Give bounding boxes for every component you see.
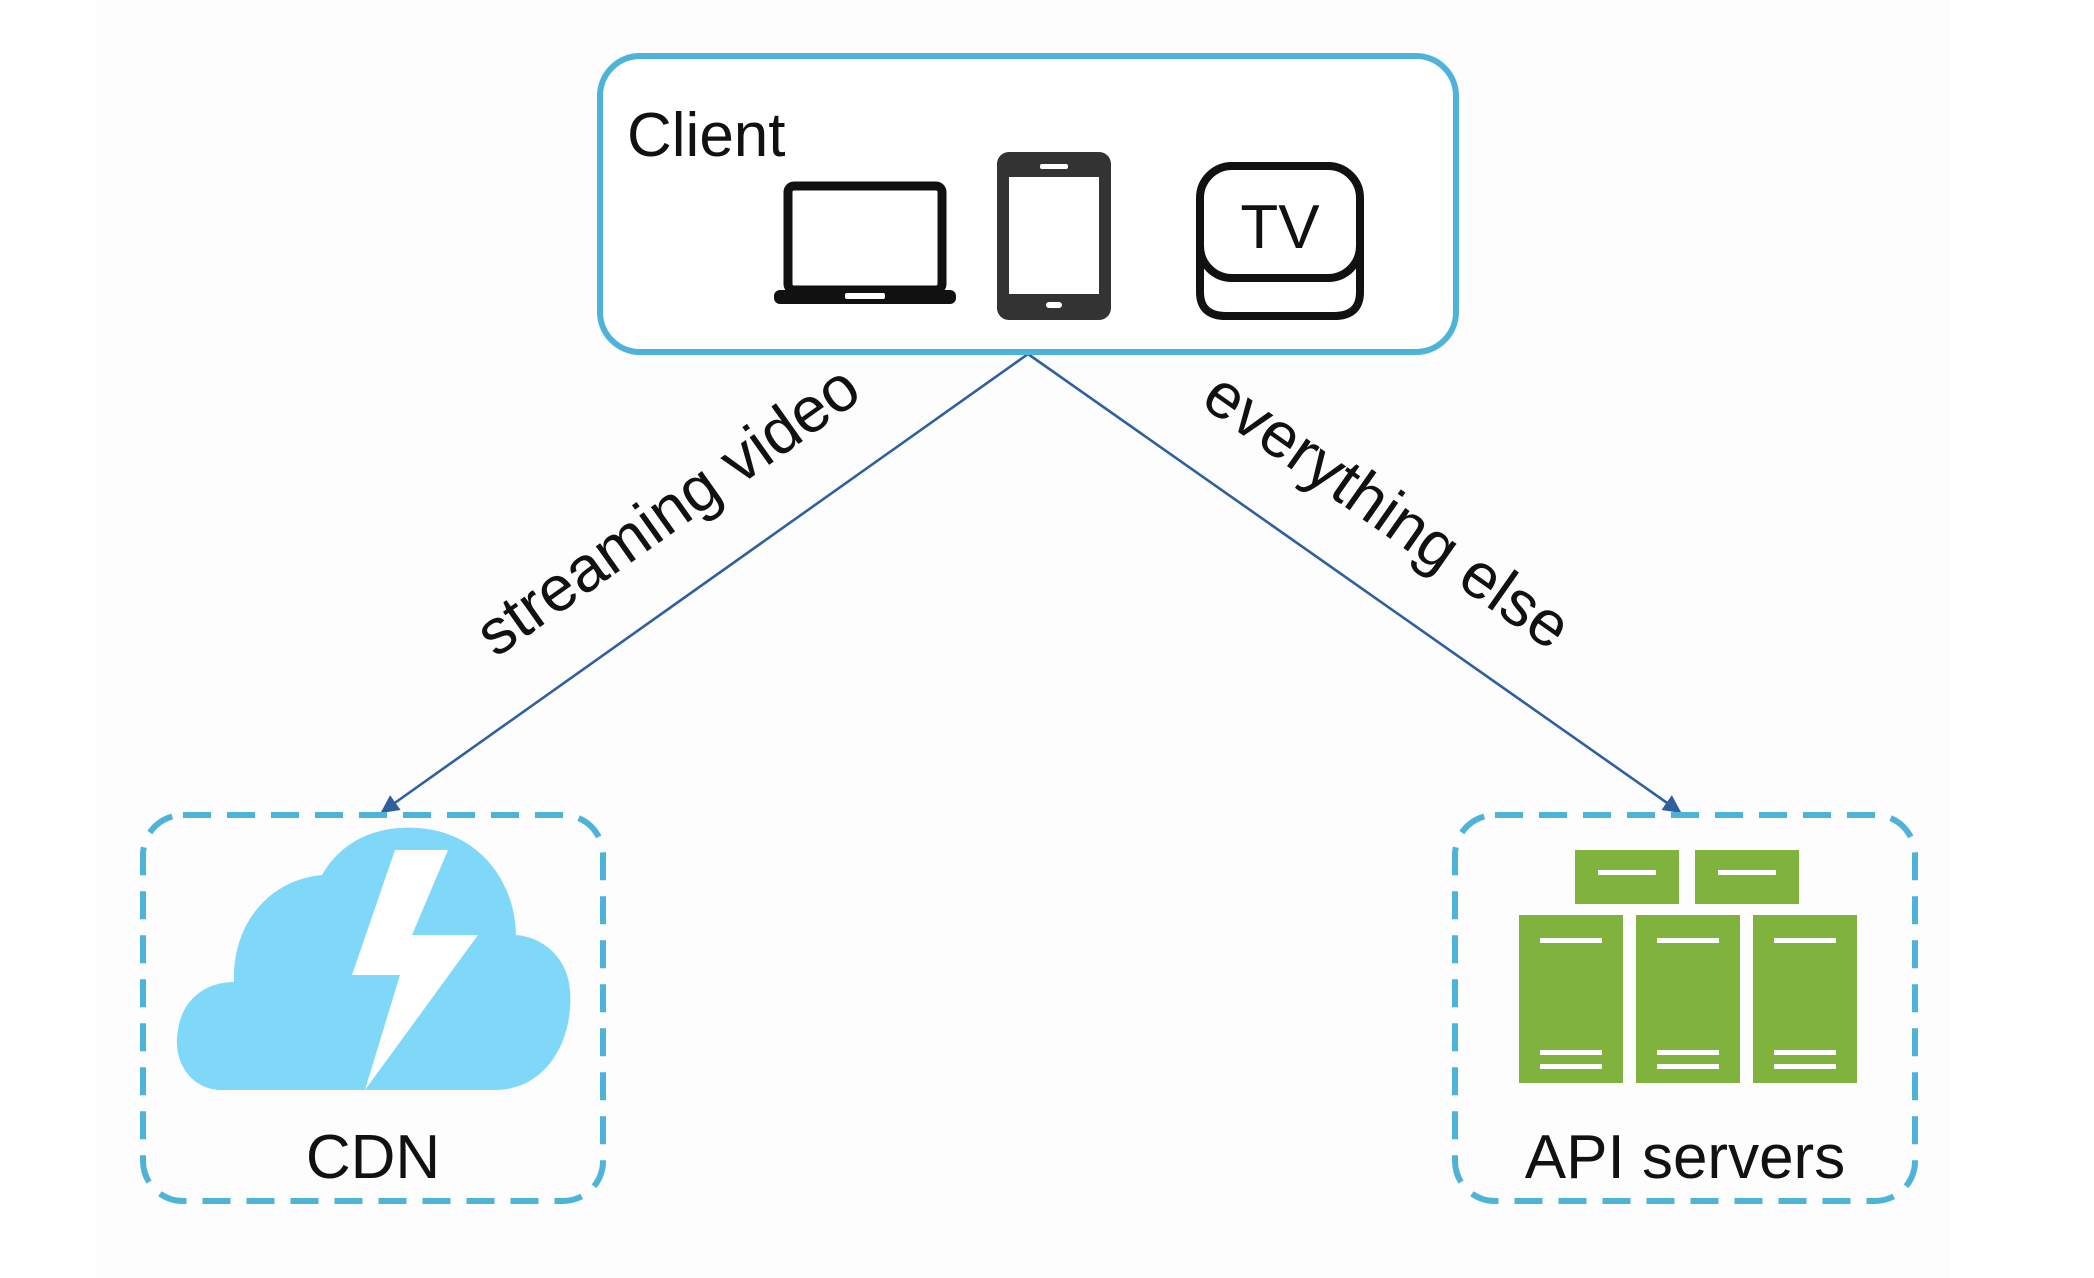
- client-label: Client: [627, 101, 786, 170]
- edge-client-to-api: [1027, 352, 1682, 814]
- cdn-label: CDN: [306, 1123, 440, 1192]
- client-node: Client TV: [597, 53, 1459, 355]
- server-rack-icon: [1519, 850, 1857, 1083]
- api-servers-label: API servers: [1525, 1123, 1845, 1192]
- server-unit: [1636, 915, 1740, 1083]
- tv-label: TV: [1240, 193, 1320, 262]
- edge-client-to-cdn: [380, 352, 1029, 814]
- edge-label-streaming-video: streaming video: [462, 350, 872, 670]
- cdn-node: CDN: [140, 812, 606, 1204]
- laptop-icon: [774, 181, 956, 304]
- tv-icon: TV: [1196, 162, 1364, 320]
- server-unit: [1753, 915, 1857, 1083]
- server-unit: [1519, 915, 1623, 1083]
- cloud-lightning-icon: [176, 827, 571, 1090]
- api-servers-node: API servers: [1452, 812, 1918, 1204]
- tablet-icon: [997, 152, 1111, 320]
